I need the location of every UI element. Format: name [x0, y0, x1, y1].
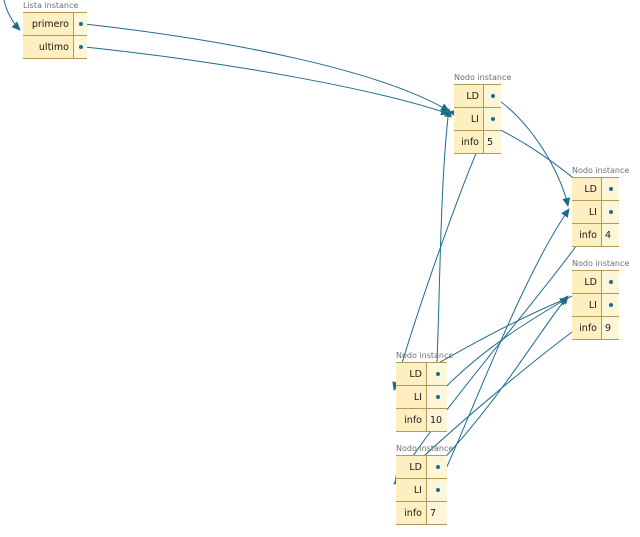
field-value: 4	[601, 224, 619, 246]
pointer-dot-icon	[435, 395, 440, 399]
pointer-edge-n5-li	[392, 118, 493, 391]
field-row-ld: LD	[396, 363, 447, 386]
pointer-edge-n10-ld	[436, 108, 452, 374]
field-name: LI	[454, 108, 483, 130]
pointer-dot-icon[interactable]	[483, 85, 501, 107]
object-title: Nodo instance	[396, 351, 454, 360]
incoming-edge	[3, 0, 21, 31]
field-name: info	[454, 131, 483, 153]
field-row-li: LI	[396, 386, 447, 409]
pointer-dot-icon	[609, 210, 613, 214]
field-row-li: LI	[572, 294, 619, 317]
field-name: LD	[572, 271, 601, 293]
pointer-edge-n10-li	[436, 297, 569, 397]
pointer-dot-icon[interactable]	[601, 294, 619, 316]
field-value: 5	[483, 131, 501, 153]
field-row-li: LI	[454, 108, 501, 131]
field-row-li: LI	[572, 201, 619, 224]
field-row-ld: LD	[572, 271, 619, 294]
field-name: LD	[572, 178, 601, 200]
field-name: LI	[572, 201, 601, 223]
pointer-edge-lista-ultimo	[79, 46, 450, 116]
pointer-dot-icon	[609, 303, 613, 307]
field-name: info	[396, 502, 426, 524]
pointer-dot-icon[interactable]	[426, 479, 447, 501]
pointer-dot-icon[interactable]	[73, 13, 87, 35]
pointer-edge-n5-ld	[491, 95, 571, 207]
pointer-dot-icon	[609, 187, 613, 191]
field-name: info	[572, 224, 601, 246]
pointer-edge-n7-li	[436, 208, 570, 490]
pointer-dot-icon[interactable]	[426, 363, 447, 385]
object-title: Nodo instance	[396, 444, 454, 453]
pointer-dot-icon[interactable]	[601, 178, 619, 200]
pointer-dot-icon[interactable]	[426, 456, 447, 478]
pointer-dot-icon[interactable]	[73, 36, 87, 58]
field-row-li: LI	[396, 479, 447, 502]
field-name: LD	[396, 363, 426, 385]
pointer-edge-n7-ld	[436, 295, 569, 467]
field-row-ld: LD	[572, 178, 619, 201]
pointer-dot-icon[interactable]	[601, 201, 619, 223]
pointer-dot-icon	[79, 22, 83, 26]
field-row-ld: LD	[396, 456, 447, 479]
pointer-dot-icon[interactable]	[601, 271, 619, 293]
field-name: primero	[23, 13, 73, 35]
object-title: Nodo instance	[572, 259, 630, 268]
field-name: LD	[454, 85, 483, 107]
field-name: LI	[396, 386, 426, 408]
field-row-primero: primero	[23, 13, 87, 36]
field-name: LI	[572, 294, 601, 316]
field-value: 10	[426, 409, 447, 431]
pointer-dot-icon	[491, 117, 495, 121]
pointer-dot-icon[interactable]	[426, 386, 447, 408]
field-name: LI	[396, 479, 426, 501]
object-title: Nodo instance	[454, 73, 512, 82]
field-name: info	[396, 409, 426, 431]
object-title: Lista instance	[23, 1, 79, 10]
field-name: info	[572, 317, 601, 339]
pointer-dot-icon	[435, 488, 440, 492]
pointer-dot-icon	[491, 94, 495, 98]
pointer-edge-lista-primero	[79, 23, 450, 112]
pointer-dot-icon	[79, 45, 83, 49]
field-row-ld: LD	[454, 85, 501, 108]
field-row-ultimo: ultimo	[23, 36, 87, 59]
field-name: ultimo	[23, 36, 73, 58]
field-value: 7	[426, 502, 447, 524]
pointer-dot-icon	[435, 372, 440, 376]
pointer-dot-icon	[609, 280, 613, 284]
pointer-dot-icon[interactable]	[483, 108, 501, 130]
object-title: Nodo instance	[572, 166, 630, 175]
pointer-dot-icon	[435, 465, 440, 469]
field-value: 9	[601, 317, 619, 339]
field-name: LD	[396, 456, 426, 478]
